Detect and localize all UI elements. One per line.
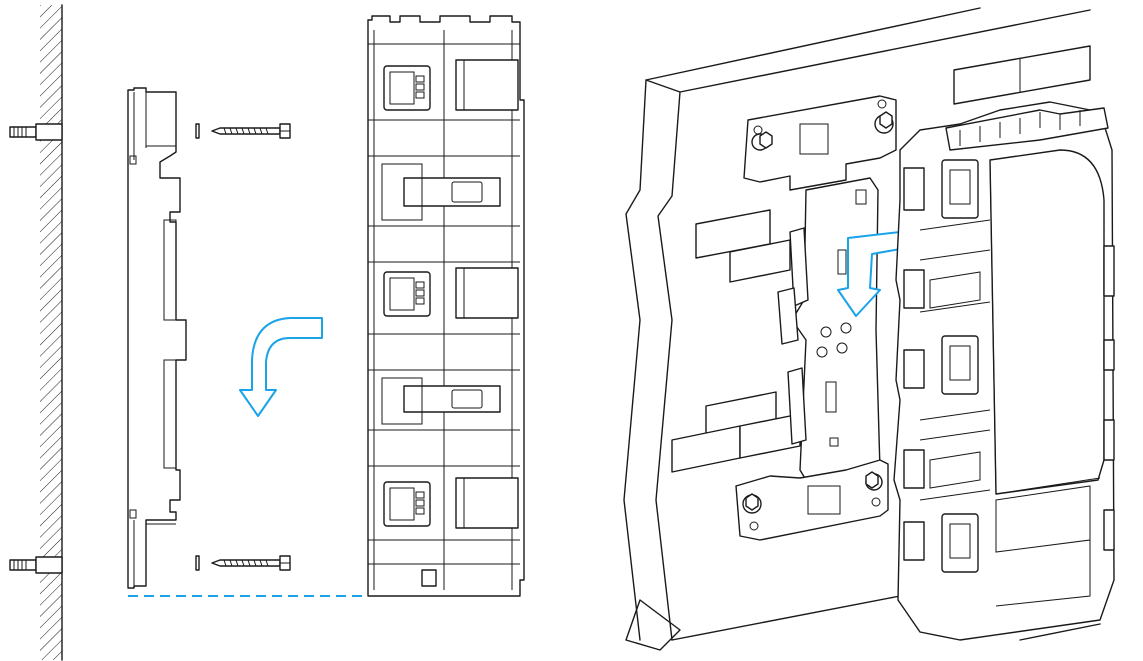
washer-icon xyxy=(195,555,200,571)
device-perspective xyxy=(893,101,1115,641)
nut-icon xyxy=(745,111,893,511)
screw-icon xyxy=(211,123,291,139)
wall-panel xyxy=(623,7,1101,651)
wall-anchor-icon xyxy=(9,123,63,141)
washer-icon xyxy=(195,123,200,139)
wall xyxy=(40,4,63,661)
screw-icon xyxy=(211,555,291,571)
mounting-bracket-side xyxy=(127,87,187,589)
curved-arrow-icon xyxy=(239,317,323,417)
wall-hatch xyxy=(40,5,62,660)
side-view-panel xyxy=(9,4,525,661)
device-side-view xyxy=(367,15,525,597)
perspective-view-panel xyxy=(623,7,1115,651)
wall-anchor-icon xyxy=(9,556,63,574)
